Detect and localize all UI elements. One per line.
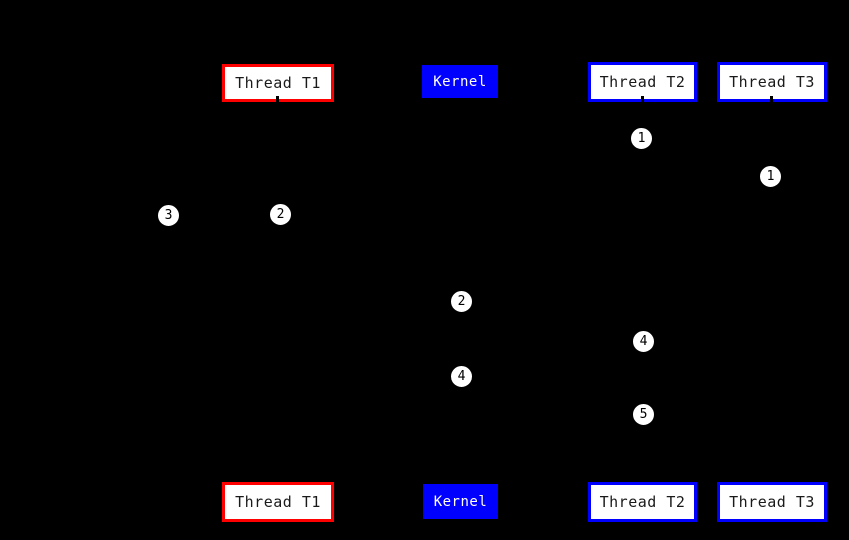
- participant-thread-t2-bottom: Thread T2: [588, 482, 697, 522]
- event-marker-4-kernel: 4: [450, 365, 473, 388]
- event-marker-2-thread-t1: 2: [269, 203, 292, 226]
- participant-label: Thread T3: [729, 493, 815, 511]
- participant-label: Thread T2: [599, 493, 686, 511]
- event-marker-2-kernel: 2: [450, 290, 473, 313]
- participant-label: Thread T1: [235, 74, 321, 92]
- participant-kernel-top: Kernel: [422, 65, 498, 98]
- participant-thread-t3-bottom: Thread T3: [717, 482, 827, 522]
- event-marker-1-thread-t2: 1: [630, 127, 653, 150]
- participant-label: Thread T2: [599, 73, 686, 91]
- participant-label: Thread T1: [235, 493, 321, 511]
- participant-label: Kernel: [433, 493, 488, 510]
- event-marker-5-thread-t2: 5: [632, 403, 655, 426]
- event-marker-4-thread-t2: 4: [632, 330, 655, 353]
- participant-thread-t3-top: Thread T3: [717, 62, 827, 102]
- event-marker-3-left: 3: [157, 204, 180, 227]
- event-marker-1-thread-t3: 1: [759, 165, 782, 188]
- participant-thread-t1-bottom: Thread T1: [222, 482, 334, 522]
- lifeline-stub-t2-top: [641, 96, 644, 104]
- participant-kernel-bottom: Kernel: [423, 484, 498, 519]
- lifeline-stub-t3-top: [770, 96, 773, 104]
- lifeline-stub-t1-top: [276, 96, 279, 104]
- participant-thread-t1-top: Thread T1: [222, 64, 334, 102]
- participant-label: Thread T3: [729, 73, 815, 91]
- participant-label: Kernel: [433, 73, 487, 90]
